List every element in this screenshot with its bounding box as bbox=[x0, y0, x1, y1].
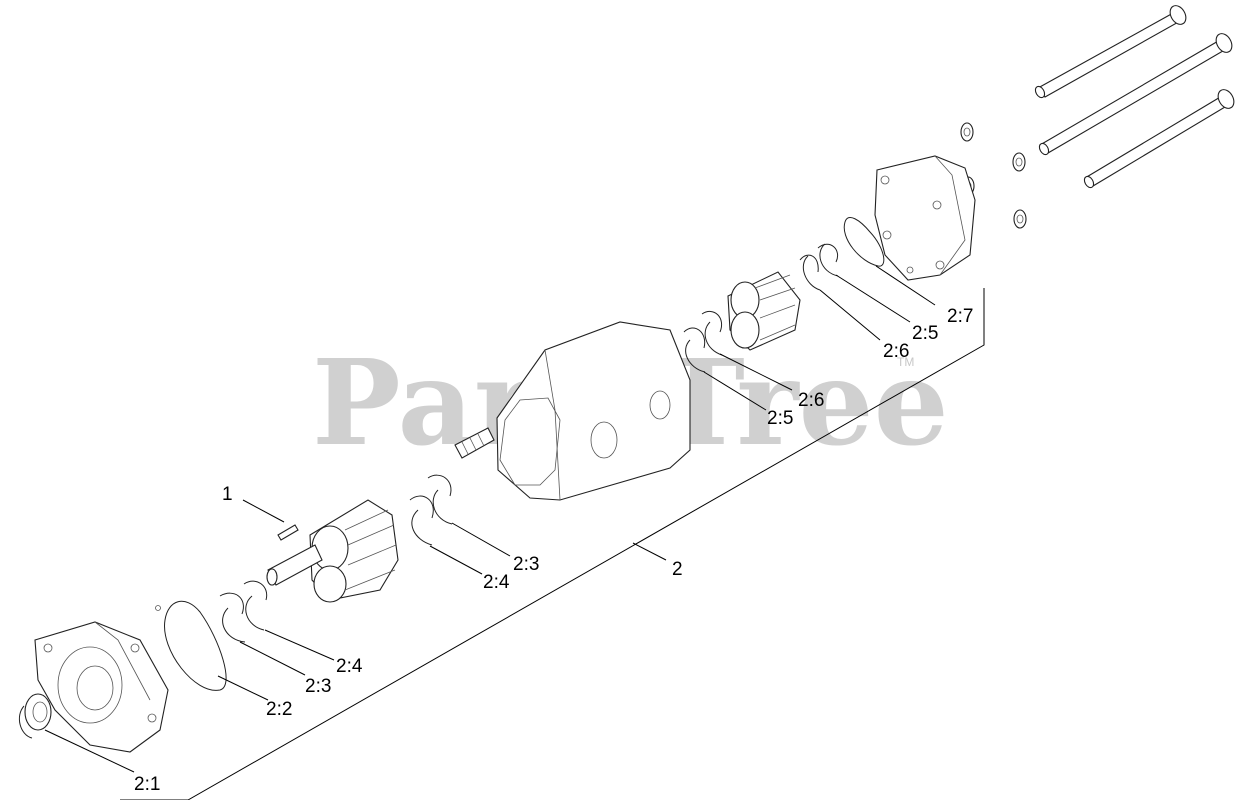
drive-shaft-spline bbox=[454, 427, 495, 459]
callout-labels: 1 2 2:1 2:2 2:3 2:4 2:4 2:3 2:5 2:6 2:6 … bbox=[134, 306, 973, 795]
bolt bbox=[1038, 33, 1233, 156]
front-seals-lower bbox=[219, 580, 268, 643]
front-flange bbox=[34, 621, 169, 753]
leader-lines bbox=[44, 265, 936, 773]
washer bbox=[1013, 209, 1027, 229]
callout-2-7: 2:7 bbox=[947, 306, 973, 327]
callout-2-6: 2:6 bbox=[798, 390, 824, 411]
washer bbox=[1012, 152, 1026, 172]
callout-2-4: 2:4 bbox=[336, 656, 363, 677]
end-cover bbox=[874, 155, 976, 281]
callout-2-6: 2:6 bbox=[883, 341, 909, 362]
key bbox=[277, 524, 299, 541]
watermark-trademark: TM bbox=[897, 355, 914, 369]
front-seals-upper bbox=[409, 474, 453, 546]
bolt bbox=[1034, 5, 1187, 99]
callout-1: 1 bbox=[222, 484, 233, 505]
rear-seals bbox=[799, 243, 839, 291]
shaft-seal bbox=[24, 693, 52, 731]
assembly-bracket-2 bbox=[120, 288, 985, 800]
callout-2-3: 2:3 bbox=[305, 676, 331, 697]
callout-2-2: 2:2 bbox=[266, 699, 292, 720]
rear-gear-set bbox=[727, 271, 801, 351]
assembly-bracket-line bbox=[120, 288, 985, 800]
callout-2-1: 2:1 bbox=[134, 774, 160, 795]
callout-2-3: 2:3 bbox=[513, 554, 539, 575]
callout-2: 2 bbox=[672, 559, 683, 580]
bolts-group bbox=[1034, 5, 1235, 189]
bolt bbox=[1083, 89, 1235, 189]
middle-seals bbox=[683, 310, 723, 373]
callout-2-5: 2:5 bbox=[912, 323, 938, 344]
callout-2-5: 2:5 bbox=[767, 408, 793, 429]
o-ring bbox=[843, 217, 885, 267]
callout-2-4: 2:4 bbox=[483, 572, 510, 593]
snap-ring bbox=[18, 705, 33, 739]
o-ring bbox=[164, 600, 227, 691]
front-gear-set bbox=[266, 499, 399, 603]
washer bbox=[960, 122, 974, 142]
pump-body bbox=[496, 321, 691, 501]
